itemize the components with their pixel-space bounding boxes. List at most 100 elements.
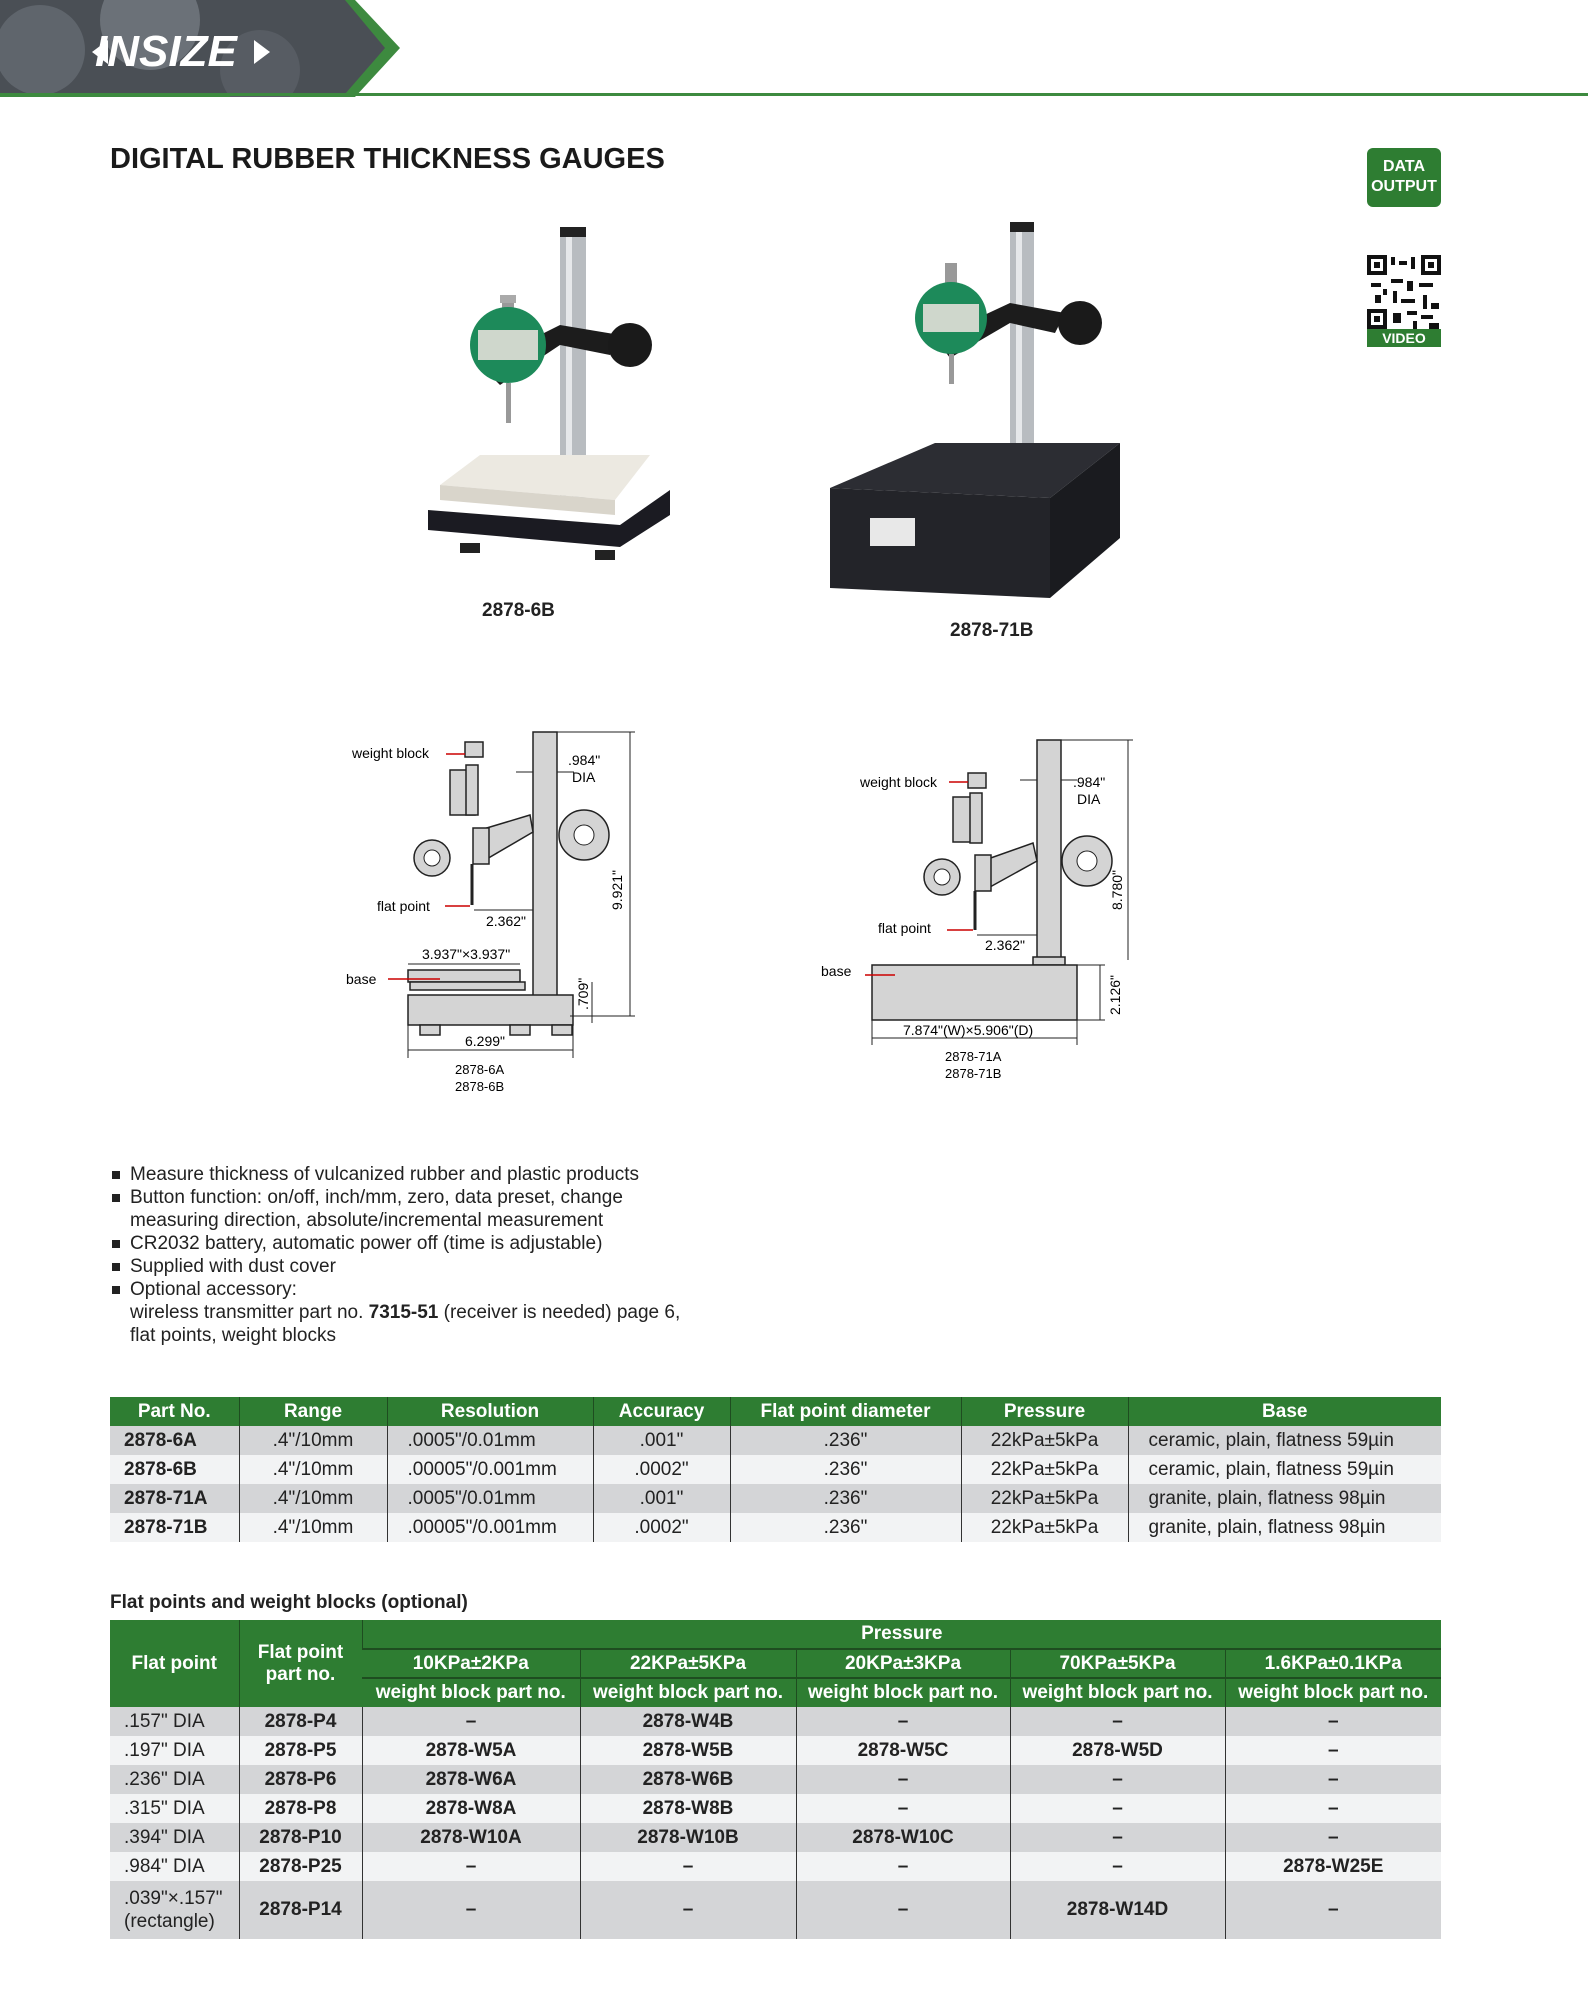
table-cell: .039"×.157"(rectangle) bbox=[110, 1881, 239, 1939]
table-cell: 2878-W5B bbox=[579, 1736, 796, 1765]
label-weight-block: weight block bbox=[859, 774, 938, 790]
product-label: 2878-71B bbox=[950, 620, 1034, 641]
label-model2: 2878-6B bbox=[455, 1079, 504, 1094]
table-cell: – bbox=[361, 1707, 580, 1736]
accessory-table: Flat point Flat point part no. Pressure … bbox=[110, 1620, 1441, 1939]
column-header: Flat point diameter bbox=[729, 1397, 961, 1426]
table-cell: – bbox=[361, 1852, 580, 1881]
label-height: 8.780" bbox=[1109, 870, 1125, 910]
table-cell: 22kPa±5kPa bbox=[960, 1513, 1128, 1542]
qr-code[interactable]: VIDEO bbox=[1367, 255, 1441, 347]
table-cell: .4"/10mm bbox=[238, 1513, 387, 1542]
feature-item: CR2032 battery, automatic power off (tim… bbox=[110, 1232, 790, 1255]
table-cell: 2878-W10B bbox=[579, 1823, 796, 1852]
header-flat-point-part: Flat point part no. bbox=[238, 1620, 362, 1707]
column-header: Range bbox=[238, 1397, 387, 1426]
table-cell: .0005"/0.01mm bbox=[386, 1484, 593, 1513]
label-reach: 2.362" bbox=[985, 937, 1025, 953]
table-cell: – bbox=[795, 1765, 1010, 1794]
table-cell: 2878-71B bbox=[110, 1513, 239, 1542]
table-cell: 2878-6A bbox=[110, 1426, 239, 1455]
table-cell: 2878-P25 bbox=[238, 1852, 362, 1881]
pressure-header: 20KPa±3KPa bbox=[795, 1648, 1010, 1678]
data-output-badge: DATA OUTPUT bbox=[1367, 148, 1441, 207]
label-model1: 2878-71A bbox=[945, 1049, 1002, 1064]
table-cell: – bbox=[795, 1881, 1010, 1939]
table-cell: 2878-W8A bbox=[361, 1794, 580, 1823]
brand-logo: INSIZE bbox=[95, 27, 238, 76]
table-cell: ceramic, plain, flatness 59µin bbox=[1127, 1455, 1441, 1484]
table-cell: 2878-P8 bbox=[238, 1794, 362, 1823]
feature-item: Button function: on/off, inch/mm, zero, … bbox=[110, 1186, 790, 1209]
table-cell: .157" DIA bbox=[110, 1707, 239, 1736]
table-cell: .984" DIA bbox=[110, 1852, 239, 1881]
header-flat-point: Flat point bbox=[110, 1620, 239, 1707]
table-cell: .197" DIA bbox=[110, 1736, 239, 1765]
dimension-diagram-2878-6: weight block .984" DIA 9.921" flat point… bbox=[346, 731, 635, 1094]
label-base-size: 7.874"(W)×5.906"(D) bbox=[903, 1022, 1033, 1038]
label-base: base bbox=[346, 971, 377, 987]
table-cell: .001" bbox=[592, 1484, 730, 1513]
table-cell: .4"/10mm bbox=[238, 1484, 387, 1513]
table-cell: .4"/10mm bbox=[238, 1426, 387, 1455]
product-image-2878-71b bbox=[830, 222, 1120, 598]
label-model1: 2878-6A bbox=[455, 1062, 504, 1077]
feature-item: Supplied with dust cover bbox=[110, 1255, 790, 1278]
table-cell: .236" bbox=[729, 1426, 961, 1455]
page-title: DIGITAL RUBBER THICKNESS GAUGES bbox=[110, 143, 665, 175]
feature-text: (receiver is needed) page 6, bbox=[443, 1302, 681, 1323]
dimension-diagram-2878-71: weight block .984" DIA 8.780" flat point… bbox=[821, 739, 1133, 1081]
table-cell: – bbox=[579, 1852, 796, 1881]
table-cell: 2878-P6 bbox=[238, 1765, 362, 1794]
weight-block-header: weight block part no. bbox=[579, 1677, 796, 1707]
table-cell: 2878-P14 bbox=[238, 1881, 362, 1939]
badge-line2: OUTPUT bbox=[1371, 178, 1437, 195]
pressure-header: 1.6KPa±0.1KPa bbox=[1224, 1648, 1441, 1678]
product-image-2878-6b bbox=[428, 227, 670, 560]
feature-part-no: 7315-51 bbox=[368, 1302, 439, 1323]
weight-block-header: weight block part no. bbox=[362, 1677, 580, 1707]
label-dia-unit: DIA bbox=[572, 769, 596, 785]
table-cell: .0002" bbox=[592, 1455, 730, 1484]
table-cell: .0005"/0.01mm bbox=[386, 1426, 593, 1455]
table-cell: 2878-W6B bbox=[579, 1765, 796, 1794]
feature-item-cont: measuring direction, absolute/incrementa… bbox=[130, 1210, 604, 1231]
table-cell: – bbox=[795, 1707, 1010, 1736]
column-header: Accuracy bbox=[592, 1397, 730, 1426]
label-flat-point: flat point bbox=[878, 920, 931, 936]
table-cell: .00005"/0.001mm bbox=[386, 1455, 593, 1484]
table-cell: 2878-P10 bbox=[238, 1823, 362, 1852]
pressure-header: 10KPa±2KPa bbox=[362, 1648, 580, 1678]
feature-text: wireless transmitter part no. bbox=[130, 1302, 364, 1323]
feature-list: Measure thickness of vulcanized rubber a… bbox=[110, 1163, 790, 1347]
label-dia: .984" bbox=[568, 752, 600, 768]
brand-banner: INSIZE bbox=[0, 0, 400, 97]
table-cell: 2878-W14D bbox=[1009, 1881, 1225, 1939]
table-cell: – bbox=[1009, 1794, 1225, 1823]
column-header: Pressure bbox=[960, 1397, 1128, 1426]
table-cell: – bbox=[1224, 1736, 1441, 1765]
table-cell: .00005"/0.001mm bbox=[386, 1513, 593, 1542]
table-cell: – bbox=[1009, 1823, 1225, 1852]
header-rule bbox=[0, 93, 1588, 96]
table-cell: – bbox=[1009, 1852, 1225, 1881]
table-cell: 2878-W5A bbox=[361, 1736, 580, 1765]
product-label: 2878-6B bbox=[482, 600, 555, 621]
table-cell: – bbox=[579, 1881, 796, 1939]
pressure-header: 70KPa±5KPa bbox=[1009, 1648, 1225, 1678]
table-row: 2878-71A.4"/10mm.0005"/0.01mm.001".236"2… bbox=[110, 1484, 1441, 1513]
table-cell: .236" bbox=[729, 1455, 961, 1484]
table-cell: .236" DIA bbox=[110, 1765, 239, 1794]
table-cell: – bbox=[795, 1794, 1010, 1823]
feature-item-cont: wireless transmitter part no. 7315-51 (r… bbox=[110, 1301, 790, 1324]
feature-item: Optional accessory: bbox=[110, 1278, 790, 1301]
badge-line1: DATA bbox=[1382, 158, 1426, 175]
table-cell: 2878-W25E bbox=[1224, 1852, 1441, 1881]
table-cell: .4"/10mm bbox=[238, 1455, 387, 1484]
pressure-header: 22KPa±5KPa bbox=[579, 1648, 796, 1678]
qr-video-label: VIDEO bbox=[1382, 330, 1426, 346]
